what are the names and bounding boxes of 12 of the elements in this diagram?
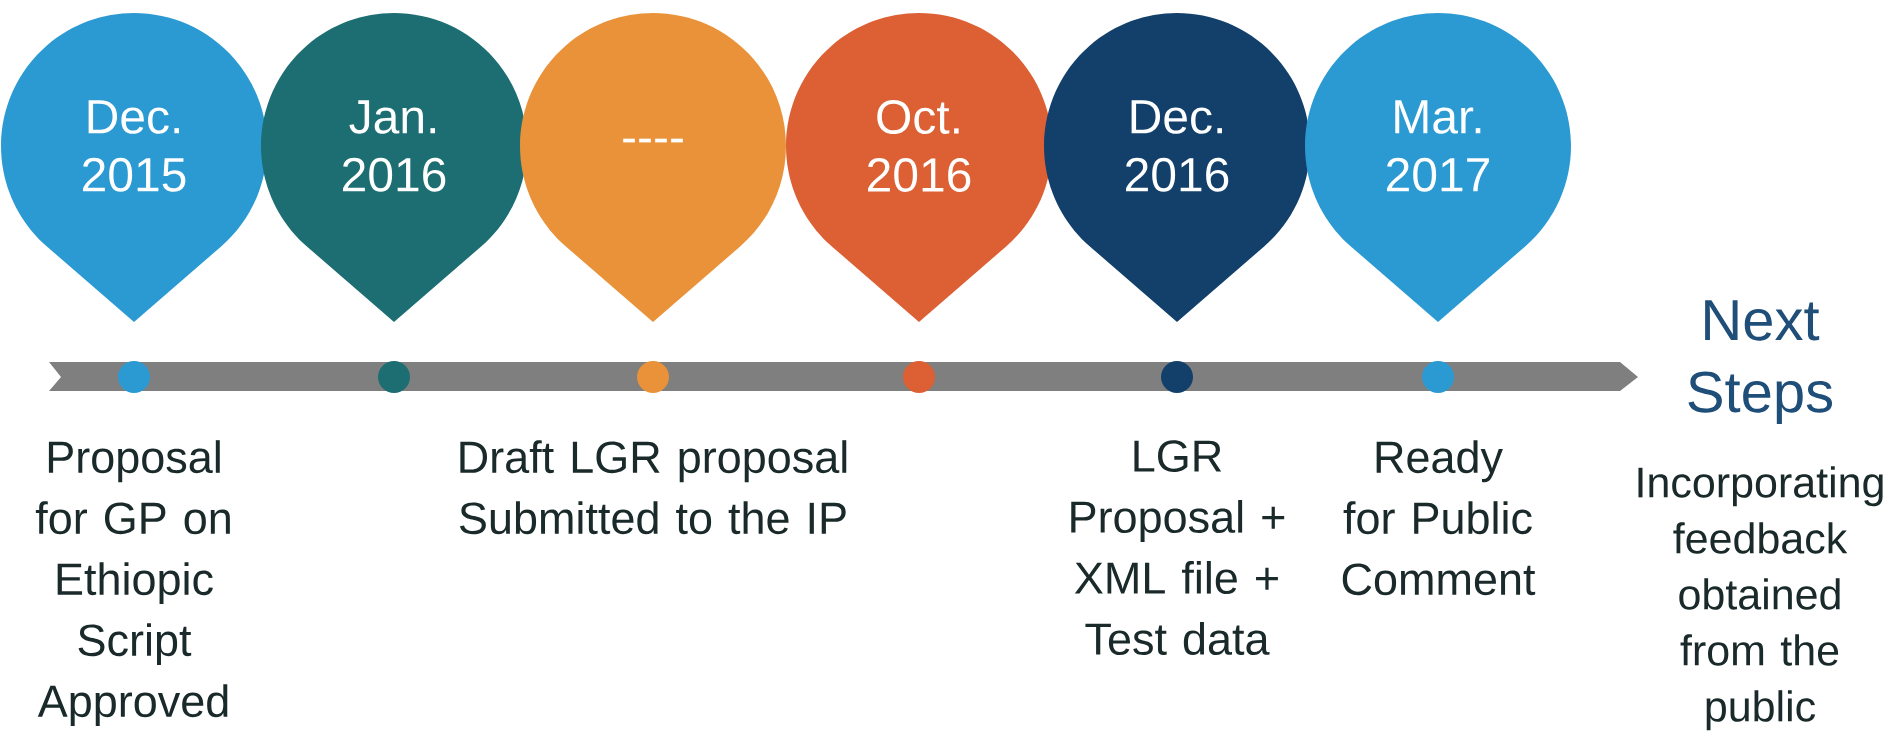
location-pin: Dec. 2016 [1044,13,1310,322]
location-pin: ---- [520,13,786,322]
description-text: Proposal for GP on Ethiopic Script Approved [35,440,230,727]
description-text: Incorporating feedback obtained from the public [1638,466,1883,731]
description-text: Draft LGR proposal Submitted to the IP [459,440,847,535]
heading-text: Next Steps [1688,300,1833,425]
location-pin: Oct. 2016 [786,13,1052,322]
description-text: LGR Proposal + XML file + Test data [1071,440,1285,656]
location-pin: Mar. 2017 [1305,13,1571,322]
description-text: Ready for Public Comment [1342,440,1536,596]
location-pin: Dec. 2015 [1,13,267,322]
location-pin: Jan. 2016 [261,13,527,322]
